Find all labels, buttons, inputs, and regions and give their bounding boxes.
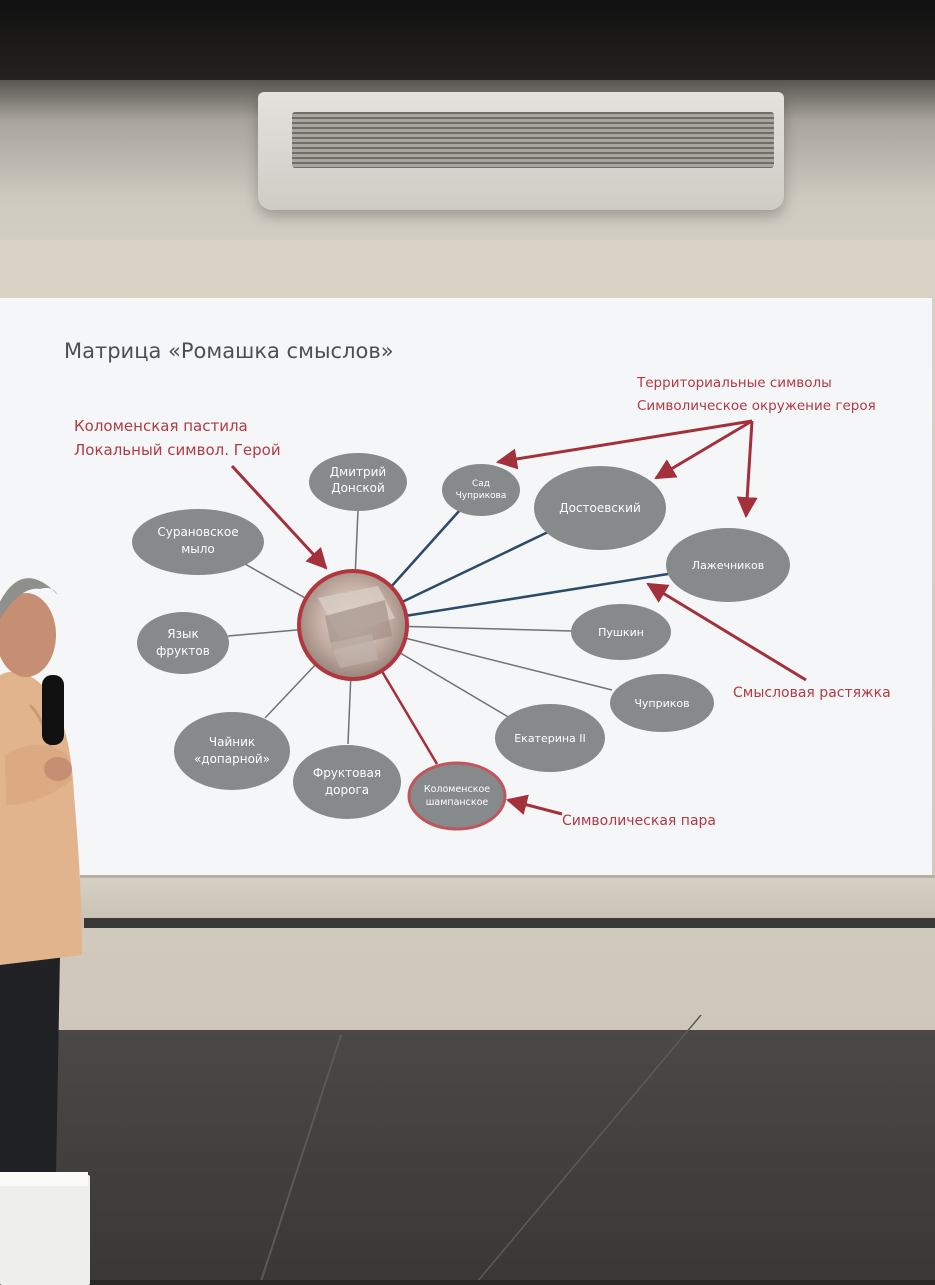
stretch-arrow	[646, 582, 807, 682]
territorial-annotation-line1: Территориальные символы	[636, 375, 832, 391]
projection-screen: Матрица «Ромашка смыслов» Коломенская па…	[0, 298, 932, 878]
svg-text:Екатерина II: Екатерина II	[514, 732, 586, 745]
air-conditioner-grille	[292, 112, 774, 168]
link-sad	[389, 509, 461, 589]
node-suranovskoe-soap: Сурановское мыло	[132, 509, 264, 575]
svg-text:Дмитрий: Дмитрий	[330, 465, 386, 479]
white-stool	[0, 1175, 90, 1285]
svg-text:Достоевский: Достоевский	[559, 501, 641, 515]
node-shampanskoe: Коломенское шампанское	[407, 761, 507, 831]
speaker-person	[0, 578, 82, 1175]
svg-text:мыло: мыло	[181, 542, 215, 556]
territorial-arrow-3	[736, 420, 758, 519]
svg-text:Пушкин: Пушкин	[598, 626, 644, 639]
link-dostoevsky	[399, 530, 549, 605]
link-lazhechnikov	[404, 572, 669, 618]
screen-bottom-bar	[84, 918, 935, 928]
pair-arrow	[505, 794, 563, 816]
floor	[0, 1030, 935, 1280]
node-fruit-road: Фруктовая дорога	[293, 745, 401, 819]
svg-text:Коломенское: Коломенское	[424, 784, 490, 795]
node-ekaterina: Екатерина II	[495, 704, 605, 772]
center-node-pastila-image	[297, 569, 409, 681]
svg-text:фруктов: фруктов	[156, 644, 210, 658]
svg-text:Чуприков: Чуприков	[634, 697, 689, 710]
node-donskoy: Дмитрий Донской	[309, 453, 407, 511]
node-teapot: Чайник «допарной»	[174, 712, 290, 790]
svg-text:Чуприкова: Чуприкова	[456, 491, 507, 501]
node-chuprikov: Чуприков	[610, 674, 714, 732]
node-fruit-language: Язык фруктов	[137, 612, 229, 674]
node-pushkin: Пушкин	[571, 604, 671, 660]
svg-text:шампанское: шампанское	[426, 797, 489, 808]
hero-annotation-line2: Локальный символ. Герой	[74, 441, 281, 459]
pair-annotation: Символическая пара	[562, 813, 716, 829]
blue-connectors	[389, 509, 669, 618]
link-shampanskoe	[378, 667, 439, 765]
svg-text:дорога: дорога	[325, 783, 369, 797]
svg-text:Чайник: Чайник	[209, 735, 255, 749]
svg-text:Язык: Язык	[167, 627, 198, 641]
stretch-annotation: Смысловая растяжка	[733, 685, 891, 701]
territorial-arrow-2	[654, 419, 753, 480]
hero-arrow	[230, 464, 328, 570]
node-sad-chuprikova: Сад Чуприкова	[442, 464, 520, 516]
territorial-arrow-1	[495, 419, 753, 470]
node-dostoevsky: Достоевский	[534, 466, 666, 550]
svg-text:«допарной»: «допарной»	[194, 752, 270, 766]
node-lazhechnikov: Лажечников	[666, 528, 790, 602]
svg-text:Донской: Донской	[331, 481, 385, 495]
territorial-annotation-line2: Символическое окружение героя	[637, 398, 876, 414]
annotation-arrows	[230, 419, 807, 816]
svg-text:Сурановское: Сурановское	[157, 525, 238, 539]
slide: Матрица «Ромашка смыслов» Коломенская па…	[64, 339, 891, 831]
ceiling-beam	[0, 0, 935, 80]
slide-title: Матрица «Ромашка смыслов»	[64, 339, 394, 363]
hero-annotation-line1: Коломенская пастила	[74, 417, 248, 435]
svg-text:Сад: Сад	[472, 479, 490, 489]
svg-text:Фруктовая: Фруктовая	[313, 766, 381, 780]
svg-text:Лажечников: Лажечников	[692, 559, 764, 572]
white-stool-top	[0, 1172, 88, 1186]
